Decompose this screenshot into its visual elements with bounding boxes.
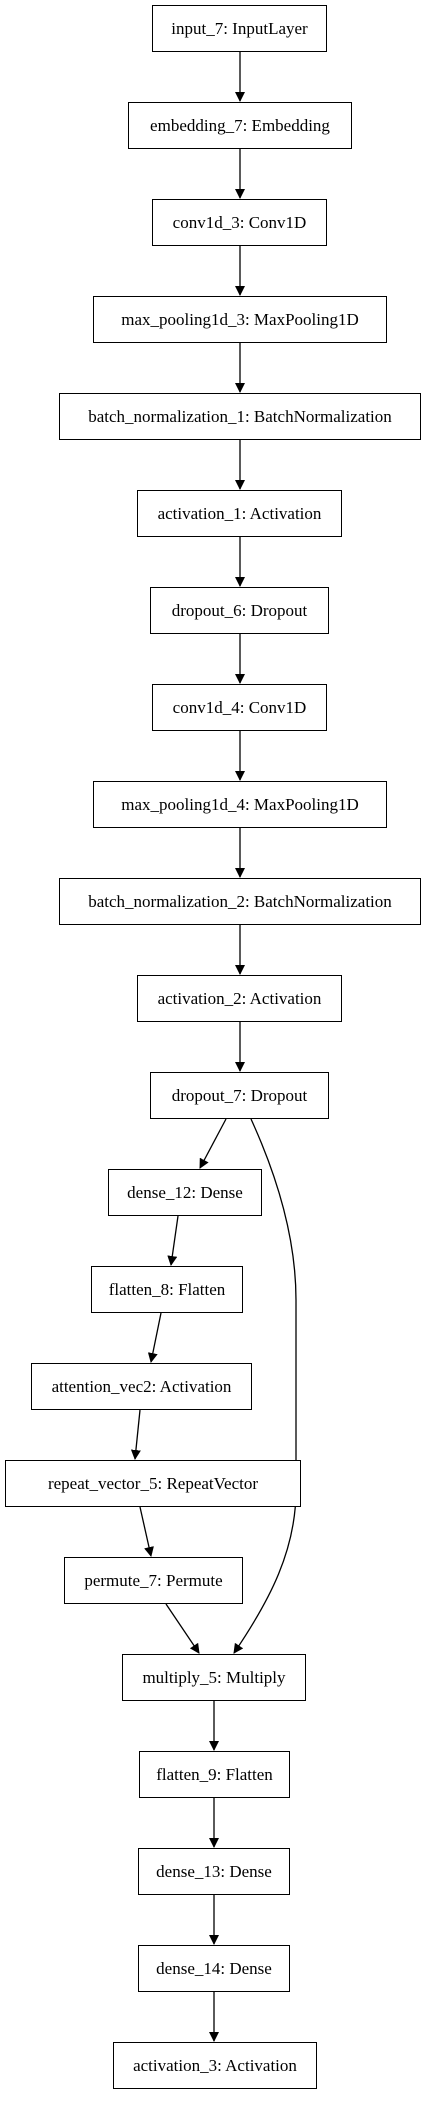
node-max-pooling1d-4: max_pooling1d_4: MaxPooling1D <box>93 781 387 828</box>
node-activation-1: activation_1: Activation <box>137 490 342 537</box>
edge-flatten-8-to-attention-vec2 <box>147 1312 162 1363</box>
edge-permute-7-to-multiply-5 <box>165 1603 200 1654</box>
node-conv1d-4: conv1d_4: Conv1D <box>152 684 327 731</box>
node-flatten-8: flatten_8: Flatten <box>91 1266 243 1313</box>
edge-dropout-7-to-dense-12 <box>199 1118 227 1169</box>
node-flatten-9: flatten_9: Flatten <box>139 1751 290 1798</box>
node-embedding-7: embedding_7: Embedding <box>128 102 352 149</box>
node-batch-normalization-2: batch_normalization_2: BatchNormalizatio… <box>59 878 421 925</box>
node-dense-13: dense_13: Dense <box>138 1848 290 1895</box>
node-max-pooling1d-3: max_pooling1d_3: MaxPooling1D <box>93 296 387 343</box>
node-dropout-7: dropout_7: Dropout <box>150 1072 329 1119</box>
node-multiply-5: multiply_5: Multiply <box>122 1654 306 1701</box>
node-dropout-6: dropout_6: Dropout <box>150 587 329 634</box>
node-conv1d-3: conv1d_3: Conv1D <box>152 199 327 246</box>
node-activation-3: activation_3: Activation <box>113 2042 317 2089</box>
node-dense-12: dense_12: Dense <box>108 1169 262 1216</box>
edge-repeat-vector-5-to-permute-7 <box>139 1506 154 1557</box>
node-permute-7: permute_7: Permute <box>64 1557 243 1604</box>
edge-dense-12-to-flatten-8 <box>167 1215 179 1266</box>
node-repeat-vector-5: repeat_vector_5: RepeatVector <box>5 1460 301 1507</box>
edge-dropout-7-to-multiply-5 <box>233 1118 297 1654</box>
node-activation-2: activation_2: Activation <box>137 975 342 1022</box>
node-dense-14: dense_14: Dense <box>138 1945 290 1992</box>
node-batch-normalization-1: batch_normalization_1: BatchNormalizatio… <box>59 393 421 440</box>
node-attention-vec2: attention_vec2: Activation <box>31 1363 252 1410</box>
edge-attention-vec2-to-repeat-vector-5 <box>130 1409 141 1460</box>
node-input-7: input_7: InputLayer <box>152 5 327 52</box>
